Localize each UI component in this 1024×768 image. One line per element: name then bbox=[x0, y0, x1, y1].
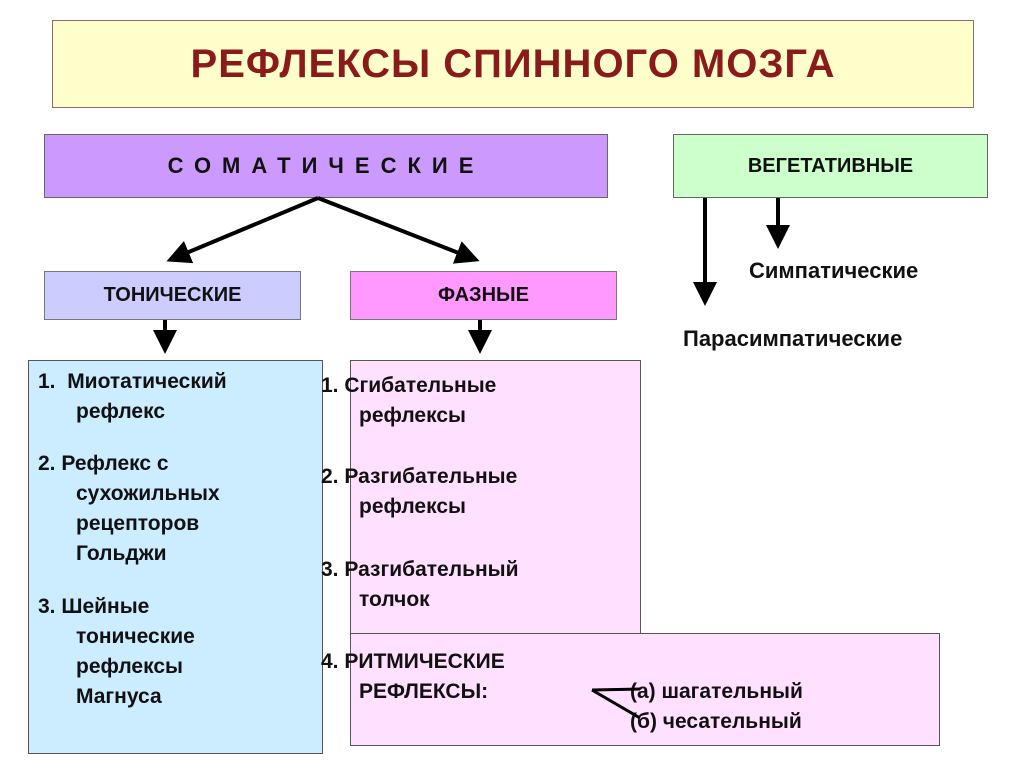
list-item: 4. РИТМИЧЕСКИЕ РЕФЛЕКСЫ: bbox=[321, 647, 505, 707]
list-item: 1. Сгибательные рефлексы bbox=[321, 371, 496, 431]
phasic-reflexes-box: ФАЗНЫЕ bbox=[350, 271, 617, 320]
subitem-scratching: (б) чесательный bbox=[630, 710, 802, 733]
item-number: 4. bbox=[321, 650, 339, 673]
item-text: Разгибательный bbox=[344, 558, 519, 581]
tonic-reflex-list bbox=[28, 360, 323, 754]
item-text: Магнуса bbox=[76, 685, 162, 708]
arrow-somatic-to-phasic bbox=[317, 196, 480, 264]
list-item: 2. Разгибательные рефлексы bbox=[321, 462, 517, 522]
list-item: 1. Миотатический рефлекс bbox=[38, 367, 227, 427]
parasympathetic-label: Парасимпатические bbox=[683, 326, 903, 351]
item-number: 1. bbox=[38, 370, 56, 393]
item-text: РИТМИЧЕСКИЕ bbox=[344, 650, 505, 673]
item-number: 3. bbox=[321, 558, 339, 581]
line-rhythmic-to-scratching bbox=[591, 688, 641, 720]
rhythmic-reflex-box bbox=[350, 633, 940, 746]
vegetative-reflexes-box: ВЕГЕТАТИВНЫЕ bbox=[673, 134, 988, 198]
arrow-somatic-to-tonic bbox=[166, 196, 319, 264]
somatic-reflexes-box: СОМАТИЧЕСКИЕ bbox=[44, 134, 608, 198]
list-item: 3. Шейные тонические рефлексы Магнуса bbox=[38, 592, 195, 712]
item-text: рефлексы bbox=[359, 495, 466, 518]
item-text: тонические bbox=[76, 625, 195, 648]
subitem-walking: (а) шагательный bbox=[630, 680, 803, 703]
diagram-title: РЕФЛЕКСЫ СПИННОГО МОЗГА bbox=[52, 20, 974, 108]
item-text: рецепторов bbox=[76, 512, 200, 535]
item-text: Разгибательные bbox=[344, 465, 518, 488]
item-text: рефлексы bbox=[359, 404, 466, 427]
item-number: 3. bbox=[38, 595, 56, 618]
item-text: толчок bbox=[359, 588, 430, 611]
line-rhythmic-to-walking bbox=[591, 687, 641, 692]
item-text: рефлексы bbox=[76, 655, 183, 678]
list-item: 3. Разгибательный толчок bbox=[321, 555, 519, 615]
item-text: Шейные bbox=[61, 595, 150, 618]
item-number: 2. bbox=[321, 465, 339, 488]
item-number: 2. bbox=[38, 452, 56, 475]
item-number: 1. bbox=[321, 374, 339, 397]
sympathetic-label: Симпатические bbox=[749, 258, 919, 283]
item-text: Гольджи bbox=[76, 542, 167, 565]
item-text: сухожильных bbox=[76, 482, 220, 505]
item-text: РЕФЛЕКСЫ: bbox=[359, 680, 489, 703]
item-text: Миотатический bbox=[67, 370, 227, 393]
item-text: рефлекс bbox=[76, 400, 166, 423]
item-text: Сгибательные bbox=[344, 374, 497, 397]
item-text: Рефлекс с bbox=[61, 452, 169, 475]
list-item: 2. Рефлекс с сухожильных рецепторов Голь… bbox=[38, 449, 220, 569]
tonic-reflexes-box: ТОНИЧЕСКИЕ bbox=[44, 271, 301, 320]
